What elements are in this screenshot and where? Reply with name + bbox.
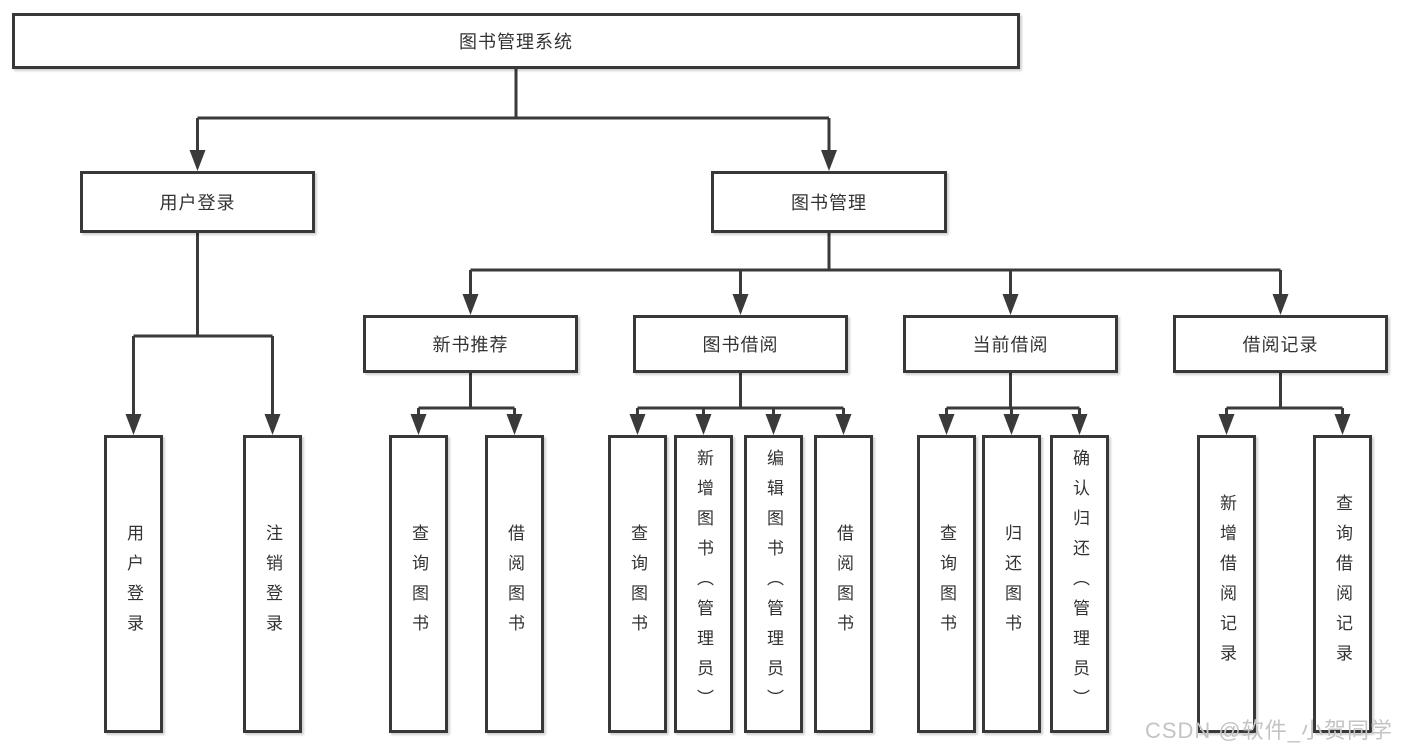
node-label: 用户登录 bbox=[159, 193, 236, 213]
node-leaf-confirm-return-admin: 确认归还（管理员） bbox=[1050, 435, 1109, 733]
node-leaf-query-books-3: 查询图书 bbox=[917, 435, 976, 733]
node-leaf-add-borrow-record: 新增借阅记录 bbox=[1197, 435, 1256, 733]
node-label: 借阅记录 bbox=[1242, 335, 1319, 355]
node-leaf-borrow-books-1: 借阅图书 bbox=[485, 435, 544, 733]
node-leaf-query-borrow-record: 查询借阅记录 bbox=[1313, 435, 1372, 733]
node-new-book-recommendation: 新书推荐 bbox=[363, 315, 578, 373]
node-leaf-query-books-2: 查询图书 bbox=[608, 435, 667, 733]
leaf-label: 查询图书 bbox=[937, 524, 956, 644]
node-label: 图书管理系统 bbox=[459, 32, 573, 52]
node-user-login: 用户登录 bbox=[80, 171, 315, 233]
node-leaf-add-books-admin: 新增图书（管理员） bbox=[674, 435, 733, 733]
node-borrowing-records: 借阅记录 bbox=[1173, 315, 1388, 373]
arrowheads bbox=[125, 150, 1351, 435]
node-library-management-system: 图书管理系统 bbox=[12, 13, 1020, 69]
node-label: 当前借阅 bbox=[972, 335, 1049, 355]
leaf-label: 新增图书（管理员） bbox=[694, 449, 713, 719]
node-label: 图书管理 bbox=[791, 193, 867, 213]
leaf-label: 注销登录 bbox=[263, 524, 282, 644]
leaf-label: 借阅图书 bbox=[505, 524, 524, 644]
leaf-label: 查询借阅记录 bbox=[1333, 494, 1352, 674]
leaf-label: 编辑图书（管理员） bbox=[764, 449, 783, 719]
watermark: CSDN @软件_小贺同学 bbox=[1144, 718, 1393, 743]
node-leaf-return-books: 归还图书 bbox=[982, 435, 1041, 733]
node-label: 新书推荐 bbox=[432, 335, 509, 355]
node-leaf-query-books-1: 查询图书 bbox=[389, 435, 448, 733]
leaf-label: 借阅图书 bbox=[834, 524, 853, 644]
leaf-label: 用户登录 bbox=[124, 524, 143, 644]
leaf-label: 查询图书 bbox=[409, 524, 428, 644]
leaf-label: 新增借阅记录 bbox=[1217, 494, 1236, 674]
node-book-borrowing: 图书借阅 bbox=[633, 315, 848, 373]
leaf-label: 查询图书 bbox=[628, 524, 647, 644]
node-leaf-edit-books-admin: 编辑图书（管理员） bbox=[744, 435, 803, 733]
leaf-label: 确认归还（管理员） bbox=[1070, 449, 1089, 719]
leaf-label: 归还图书 bbox=[1002, 524, 1021, 644]
node-leaf-user-login: 用户登录 bbox=[104, 435, 163, 733]
node-current-borrowing: 当前借阅 bbox=[903, 315, 1118, 373]
node-leaf-borrow-books-2: 借阅图书 bbox=[814, 435, 873, 733]
node-book-management: 图书管理 bbox=[711, 171, 947, 233]
node-leaf-logout: 注销登录 bbox=[243, 435, 302, 733]
node-label: 图书借阅 bbox=[702, 335, 779, 355]
